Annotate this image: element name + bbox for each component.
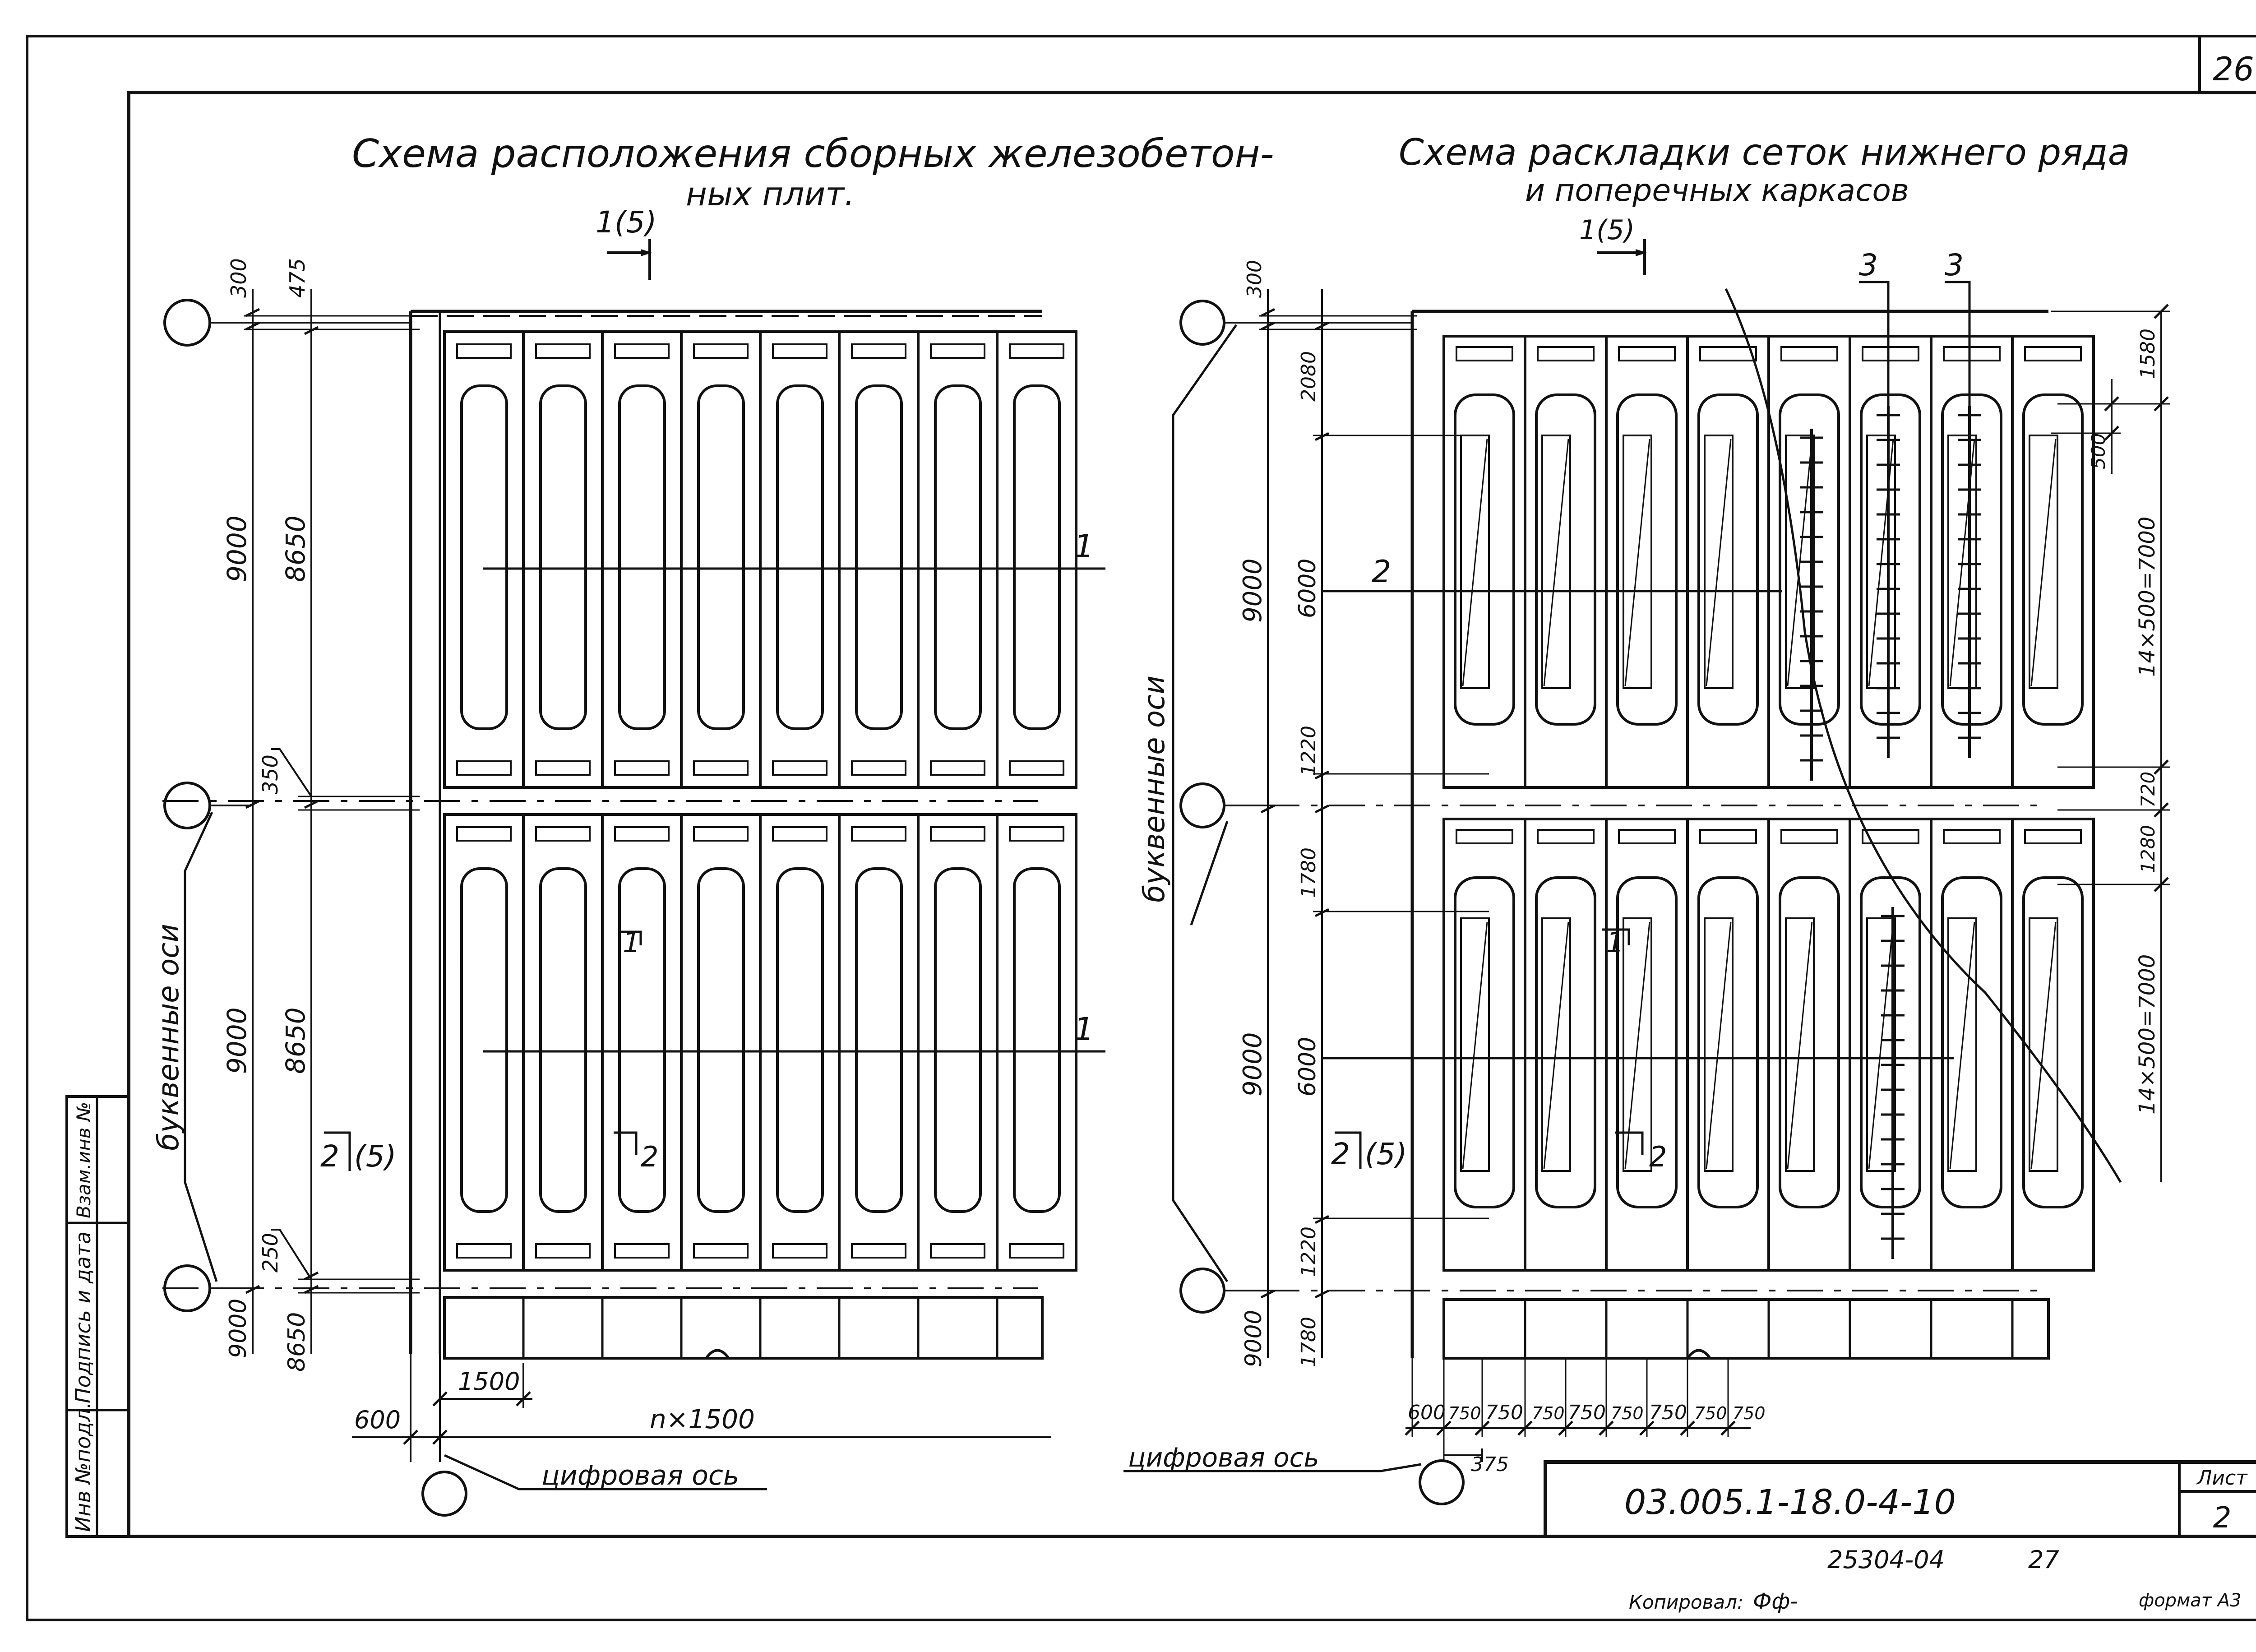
left-leader-1a: 1: [1074, 528, 1094, 565]
format-label: формат А3: [2139, 1590, 2242, 1611]
left-dim-8650-2: 8650: [280, 1007, 311, 1074]
right-leader-2: 2: [1372, 554, 1391, 590]
right-dim-14x500-1: 14×500=7000: [2135, 517, 2160, 677]
right-dim-750-6: 750: [1649, 1401, 1687, 1424]
left-dim-9000-3: 9000: [225, 1299, 252, 1358]
stamp-replaced-inv: Взам.инв №: [73, 1102, 95, 1218]
copied-by-signature: Фф-: [1753, 1589, 1798, 1614]
left-cut-2: 2: [641, 1140, 658, 1173]
right-dim-1580: 1580: [2136, 329, 2159, 379]
left-dim-8650-1: 8650: [280, 515, 311, 582]
right-dim-6000-1: 6000: [1294, 559, 1321, 618]
right-dim-750-2: 750: [1485, 1401, 1523, 1424]
right-dim-1780-2: 1780: [1297, 1317, 1320, 1367]
left-cut-1: 1: [623, 926, 640, 959]
inventory-number: 25304-04: [1827, 1546, 1945, 1574]
sheet-value: 2: [2213, 1501, 2232, 1535]
side-stamp: Инв №подл. Подпись и дата Взам.инв №: [65, 1095, 130, 1538]
right-leader-3a: 3: [1859, 248, 1878, 282]
left-dim-250: 250: [258, 1233, 282, 1273]
left-dim-475: 475: [285, 258, 310, 298]
left-dim-600: 600: [354, 1406, 401, 1434]
right-section-side: 2: [1331, 1137, 1350, 1171]
left-dim-1500: 1500: [458, 1367, 520, 1396]
right-title-line2: и поперечных каркасов: [1525, 173, 1909, 208]
left-section-mark-top: 1(5): [596, 205, 656, 240]
right-dim-375: 375: [1471, 1453, 1509, 1476]
left-dim-8650-3: 8650: [283, 1312, 310, 1372]
right-dim-1220-1: 1220: [1297, 726, 1320, 776]
left-dim-350: 350: [258, 754, 282, 794]
right-dim-600: 600: [1408, 1401, 1446, 1424]
sheet-frame: [26, 35, 2256, 1621]
right-cut-1: 1: [1606, 926, 1624, 959]
stamp-signature-date: Подпись и дата: [71, 1231, 95, 1403]
left-scheme: Схема расположения сборных железобетон- …: [152, 131, 1274, 1517]
left-axis-caption: буквенные оси: [152, 924, 185, 1151]
right-dim-750-4: 750: [1568, 1401, 1606, 1424]
document-code: 03.005.1-18.0-4-10: [1624, 1482, 1956, 1522]
stamp-inv-original: Инв №подл.: [71, 1402, 95, 1532]
right-digit-axis-caption: цифровая ось: [1128, 1442, 1319, 1473]
right-dim-750-1: 750: [1448, 1403, 1481, 1423]
right-dim-1280: 1280: [2137, 825, 2159, 873]
right-dim-9000-2: 9000: [1238, 1032, 1267, 1097]
right-dim-2080: 2080: [1297, 351, 1320, 402]
sheet-label: Лист: [2196, 1467, 2248, 1490]
right-dim-1220-2: 1220: [1297, 1226, 1320, 1277]
copied-by-label: Копировал:: [1629, 1591, 1743, 1613]
right-section-mark-top: 1(5): [1579, 214, 1635, 246]
right-dim-300: 300: [1243, 260, 1266, 298]
right-dim-6000-2: 6000: [1294, 1037, 1321, 1097]
right-dim-720: 720: [2137, 772, 2159, 808]
right-dim-750-5: 750: [1611, 1403, 1644, 1423]
right-scheme: Схема раскладки сеток нижнего ряда и поп…: [1123, 131, 2170, 1505]
right-dim-500: 500: [2087, 433, 2109, 469]
left-section-side: 2: [320, 1139, 339, 1174]
left-dim-300: 300: [227, 258, 251, 298]
right-dim-14x500-2: 14×500=7000: [2135, 954, 2160, 1115]
right-dim-750-8: 750: [1733, 1403, 1766, 1423]
left-section-side-ref: (5): [354, 1139, 397, 1174]
left-title-line1: Схема расположения сборных железобетон-: [352, 131, 1274, 176]
inventory-page: 27: [2028, 1546, 2059, 1574]
right-title-line1: Схема раскладки сеток нижнего ряда: [1399, 131, 2130, 173]
right-cut-2: 2: [1649, 1140, 1667, 1173]
right-leader-3b: 3: [1945, 248, 1964, 282]
left-title-line2: ных плит.: [686, 175, 855, 213]
page-number: 26: [2213, 50, 2254, 88]
right-slab-plan: [1263, 288, 2122, 1360]
left-digit-axis-caption: цифровая ось: [541, 1460, 739, 1491]
left-dim-n1500: n×1500: [650, 1404, 755, 1435]
right-dim-1780-1: 1780: [1297, 847, 1320, 898]
left-dim-9000-1: 9000: [222, 515, 252, 582]
right-dim-9000-3: 9000: [1240, 1310, 1267, 1367]
right-dim-750-3: 750: [1532, 1403, 1565, 1423]
left-slab-plan: [162, 310, 1076, 1360]
left-leader-1b: 1: [1074, 1011, 1094, 1048]
left-dim-9000-2: 9000: [222, 1007, 252, 1074]
right-dim-9000-1: 9000: [1238, 558, 1267, 623]
title-block: [1544, 1460, 2256, 1538]
right-dim-750-7: 750: [1694, 1403, 1727, 1423]
right-axis-caption: буквенные оси: [1138, 676, 1171, 902]
right-section-side-ref: (5): [1365, 1137, 1407, 1171]
